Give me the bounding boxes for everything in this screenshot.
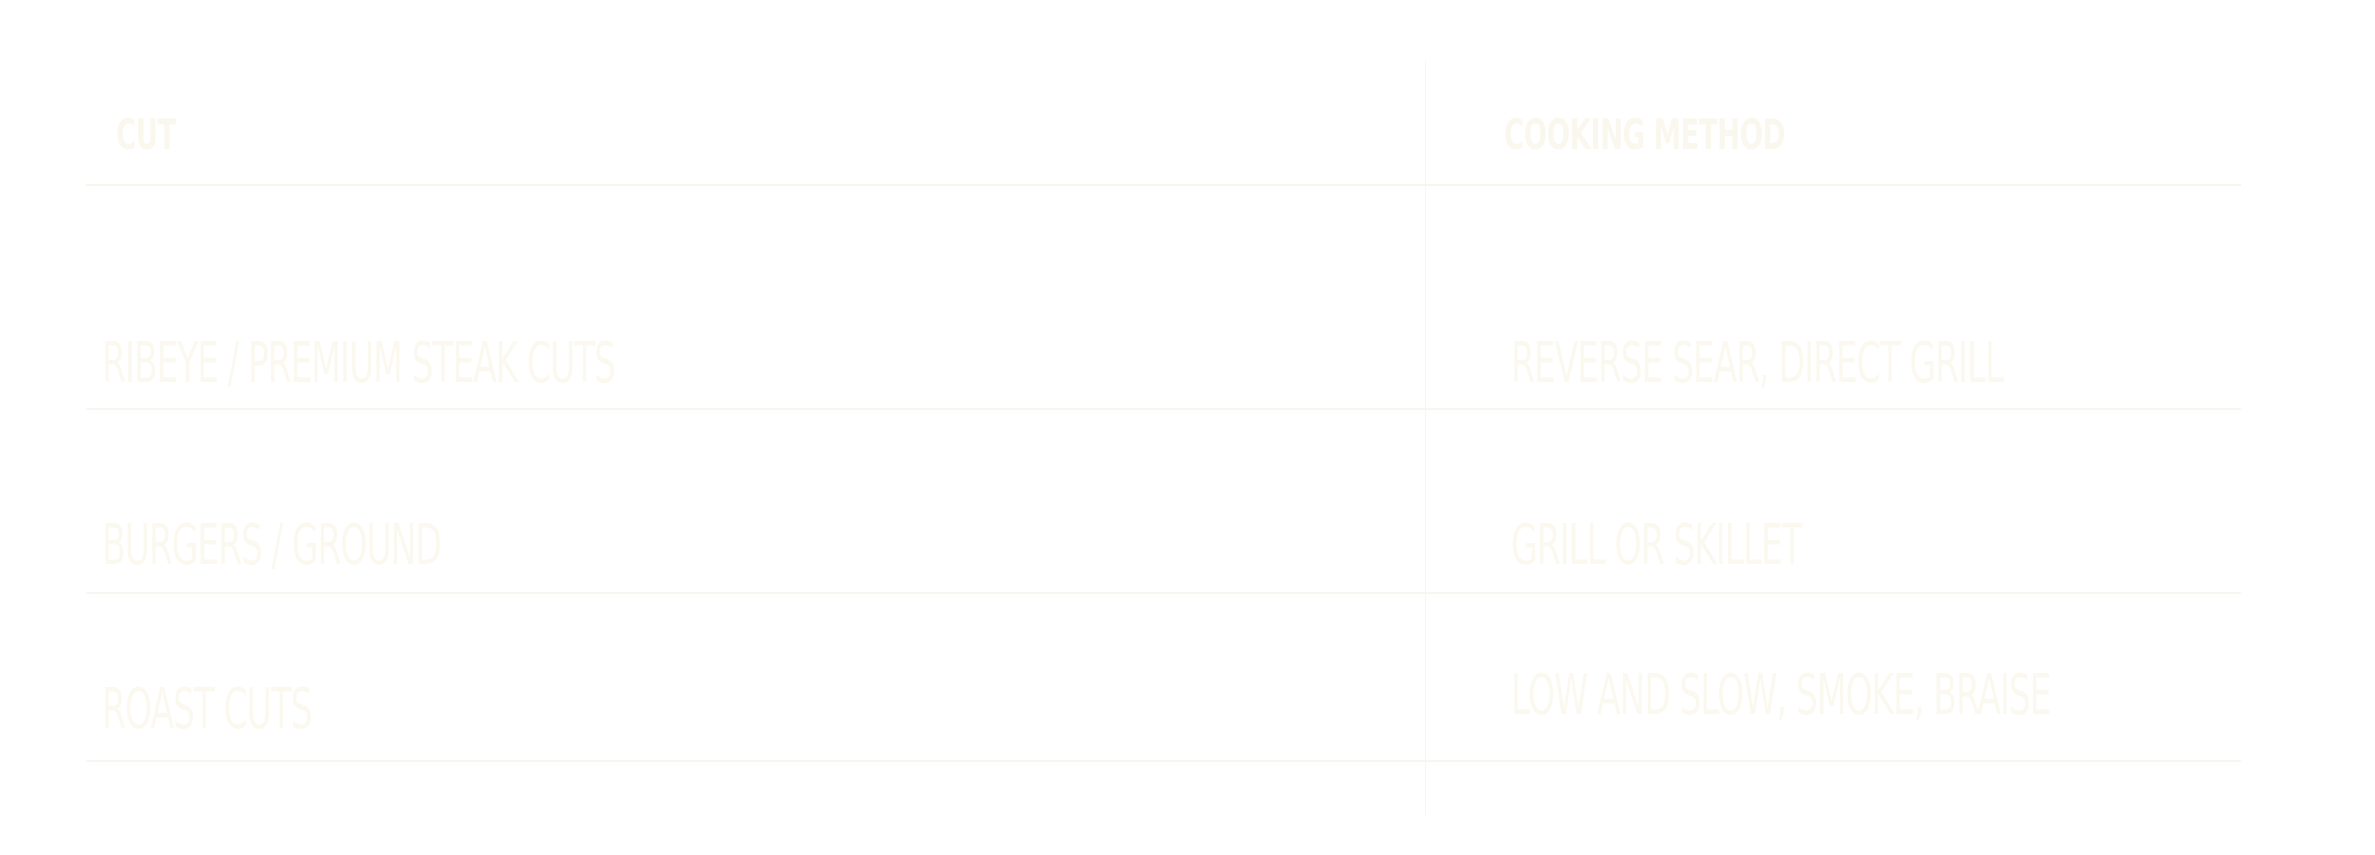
cell-cut: BURGERS / GROUND [102,513,442,578]
cell-method: REVERSE SEAR, DIRECT GRILL [1511,331,2004,396]
cell-method: LOW AND SLOW, SMOKE, BRAISE [1511,663,2052,728]
cell-cut: RIBEYE / PREMIUM STEAK CUTS [102,331,616,396]
table-row: RIBEYE / PREMIUM STEAK CUTS REVERSE SEAR… [86,186,2241,410]
header-cooking-method: COOKING METHOD [1504,110,1785,159]
table-header-row: CUT COOKING METHOD [86,60,2241,186]
cell-cut: ROAST CUTS [102,677,313,742]
header-cut: CUT [116,110,176,159]
table-row: ROAST CUTS LOW AND SLOW, SMOKE, BRAISE [86,594,2241,762]
column-divider [1425,60,1426,815]
table-row: BURGERS / GROUND GRILL OR SKILLET [86,410,2241,594]
cell-method: GRILL OR SKILLET [1511,513,1803,578]
cooking-methods-table: CUT COOKING METHOD RIBEYE / PREMIUM STEA… [86,60,2241,820]
